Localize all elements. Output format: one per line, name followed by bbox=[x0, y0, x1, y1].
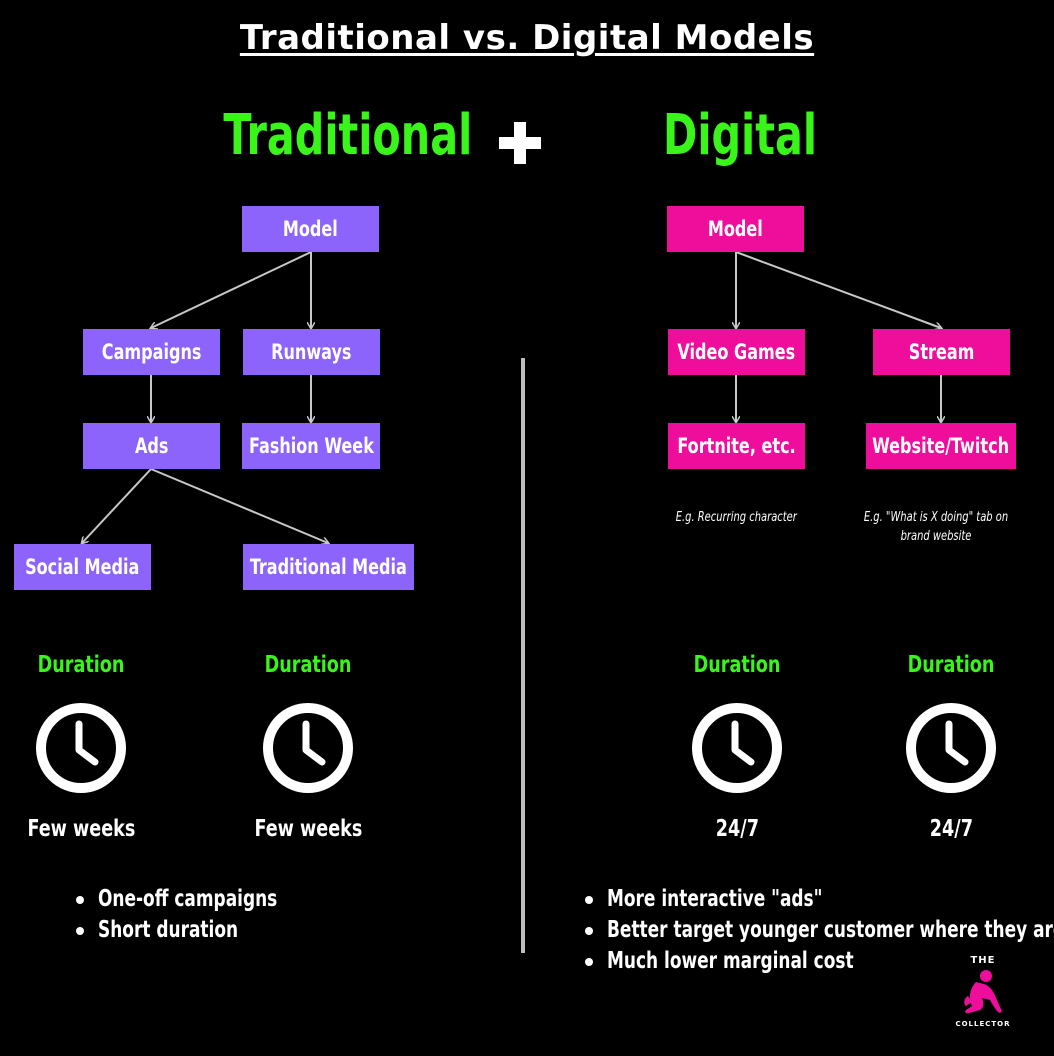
duration-label: Duration bbox=[264, 652, 352, 678]
digital-model-node: Model bbox=[667, 206, 804, 252]
duration-value: 24/7 bbox=[929, 816, 973, 842]
list-item: Much lower marginal cost bbox=[585, 946, 1054, 977]
duration-value: Few weeks bbox=[27, 816, 135, 842]
traditional-model-node: Model bbox=[242, 206, 379, 252]
traditional-heading: Traditional bbox=[223, 103, 473, 168]
ads-node: Ads bbox=[83, 423, 220, 469]
duration-value: Few weeks bbox=[254, 816, 362, 842]
list-item: More interactive "ads" bbox=[585, 884, 1054, 915]
edge-ads-traditional-media bbox=[150, 468, 328, 543]
digital-heading: Digital bbox=[663, 103, 817, 168]
runways-node: Runways bbox=[243, 329, 380, 375]
duration-label: Duration bbox=[693, 652, 781, 678]
stream-node: Stream bbox=[873, 329, 1010, 375]
social-media-node: Social Media bbox=[14, 544, 151, 590]
digital-bullets: More interactive "ads" Better target you… bbox=[585, 884, 1054, 977]
clock-icon bbox=[692, 703, 782, 793]
clock-icon bbox=[263, 703, 353, 793]
edge-model-campaigns bbox=[151, 251, 312, 328]
section-divider bbox=[521, 358, 525, 953]
edge-ads-social-media bbox=[82, 468, 152, 543]
fortnite-node: Fortnite, etc. bbox=[668, 423, 805, 469]
the-collector-logo: THE COLLECTOR bbox=[946, 955, 1020, 1035]
edge-model-stream bbox=[735, 251, 941, 328]
duration-label: Duration bbox=[37, 652, 125, 678]
page-title: Traditional vs. Digital Models bbox=[239, 18, 815, 58]
plus-icon bbox=[497, 120, 543, 166]
sitting-figure-icon bbox=[964, 970, 1002, 1014]
traditional-media-node: Traditional Media bbox=[243, 544, 414, 590]
logo-line-2: COLLECTOR bbox=[955, 1020, 1011, 1028]
recurring-character-note: E.g. Recurring character bbox=[675, 510, 797, 525]
list-item: Short duration bbox=[76, 915, 317, 946]
what-is-x-note: E.g. "What is X doing" tab on brand webs… bbox=[863, 510, 1009, 544]
duration-label: Duration bbox=[907, 652, 995, 678]
list-item: One-off campaigns bbox=[76, 884, 317, 915]
campaigns-node: Campaigns bbox=[83, 329, 220, 375]
logo-line-1: THE bbox=[970, 955, 996, 966]
clock-icon bbox=[906, 703, 996, 793]
video-games-node: Video Games bbox=[668, 329, 805, 375]
duration-value: 24/7 bbox=[715, 816, 759, 842]
website-twitch-node: Website/Twitch bbox=[866, 423, 1016, 469]
traditional-bullets: One-off campaigns Short duration bbox=[76, 884, 317, 946]
list-item: Better target younger customer where the… bbox=[585, 915, 1054, 946]
clock-icon bbox=[36, 703, 126, 793]
fashion-week-node: Fashion Week bbox=[242, 423, 380, 469]
